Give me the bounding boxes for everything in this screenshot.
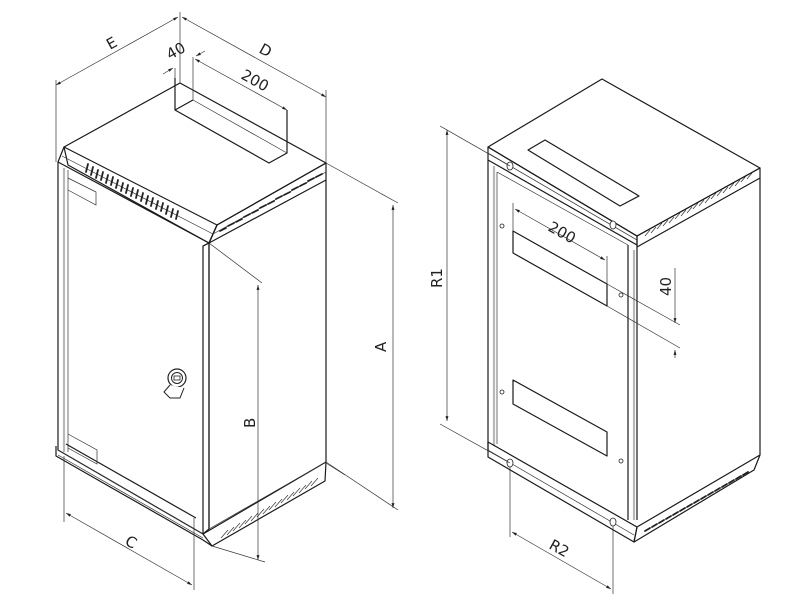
left-bottom-front-lip — [55, 446, 213, 547]
panel-screws — [499, 223, 624, 464]
right-back-upper-slot — [512, 230, 608, 307]
left-side-front-edge — [202, 242, 210, 535]
left-top-side-vents — [219, 173, 323, 232]
label-top-slot-length: 200 — [238, 66, 272, 96]
dimension-c-line — [65, 512, 193, 586]
left-top-face — [63, 82, 327, 244]
label-a: A — [372, 341, 390, 352]
door-lock-icon — [163, 368, 187, 399]
label-b: B — [241, 418, 259, 428]
label-c: C — [122, 532, 140, 553]
label-top-slot-width: 40 — [163, 38, 188, 63]
dimension-back-200-line — [514, 208, 606, 261]
right-top-cable-opening — [527, 139, 640, 207]
dimension-e-line — [55, 16, 179, 86]
right-top-face — [487, 78, 761, 237]
label-r2: R2 — [546, 536, 572, 561]
left-bottom-side-vents — [220, 477, 319, 539]
left-dimensions — [55, 12, 399, 590]
label-back-slot-width: 40 — [657, 277, 675, 296]
right-bottom-side-lip — [633, 454, 761, 543]
left-bottom-side-lip — [202, 461, 327, 547]
right-cabinet — [487, 78, 761, 543]
right-back-lower-slot — [512, 379, 608, 457]
right-dimensions — [439, 125, 681, 594]
dimension-r2-line — [511, 531, 612, 590]
left-door-bottom-edge — [65, 443, 197, 519]
label-d: D — [256, 40, 275, 61]
right-bottom-side-vents — [644, 471, 749, 532]
label-r1: R1 — [428, 268, 446, 288]
right-top-side-vents — [644, 172, 753, 237]
dimension-200-line — [194, 58, 288, 111]
left-top-front-vents — [85, 163, 179, 220]
dimension-d-line — [181, 16, 327, 98]
label-back-slot-length: 200 — [545, 218, 579, 248]
left-cabinet — [55, 78, 327, 547]
top-lip-screws — [506, 161, 617, 230]
